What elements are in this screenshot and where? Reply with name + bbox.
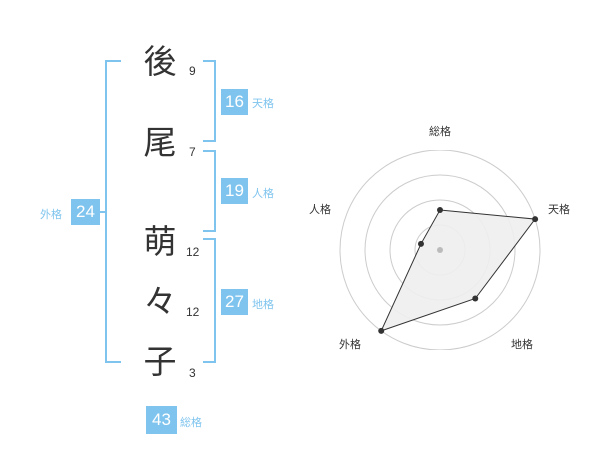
radar-label-soukaku: 総格 [429,125,451,138]
stroke-count-1: 9 [189,64,196,78]
soukaku-value: 43 [146,406,177,434]
radar-center-dot [437,247,443,253]
jinkaku-bracket [203,150,216,232]
stroke-count-5: 3 [189,366,196,380]
radar-label-gaikaku: 外格 [339,338,361,351]
tenkaku-label: 天格 [252,97,274,110]
radar-label-jinkaku: 人格 [309,203,331,216]
tenkaku-value: 16 [221,89,248,115]
stroke-count-3: 12 [186,245,200,259]
soukaku-label: 総格 [180,416,202,429]
chikaku-bracket [203,238,216,363]
jinkaku-value: 19 [221,178,248,204]
fortune-radar-chart [339,150,541,350]
radar-label-tenkaku: 天格 [548,203,570,216]
radar-point-chikaku [472,295,479,302]
chikaku-value: 27 [221,289,248,315]
stroke-count-2: 7 [189,145,196,159]
name-char-1: 後 [143,42,177,81]
gaikaku-label: 外格 [40,208,62,221]
chikaku-label: 地格 [252,298,274,311]
name-char-4: 々 [143,282,177,321]
stroke-count-4: 12 [186,305,200,319]
name-char-3: 萌 [143,222,177,261]
radar-point-soukaku [437,207,443,213]
tenkaku-bracket [203,60,216,142]
radar-ring [364,174,516,326]
radar-label-chikaku: 地格 [511,338,533,351]
gaikaku-bracket [105,60,121,363]
radar-ring [339,150,541,350]
name-char-5: 子 [143,342,177,381]
name-char-2: 尾 [143,123,177,162]
radar-point-tenkaku [532,216,539,223]
gaikaku-value: 24 [71,199,100,225]
radar-point-gaikaku [378,327,385,334]
radar-points [378,207,539,334]
radar-point-jinkaku [417,240,424,247]
radar-area [380,209,537,332]
jinkaku-label: 人格 [252,187,274,200]
